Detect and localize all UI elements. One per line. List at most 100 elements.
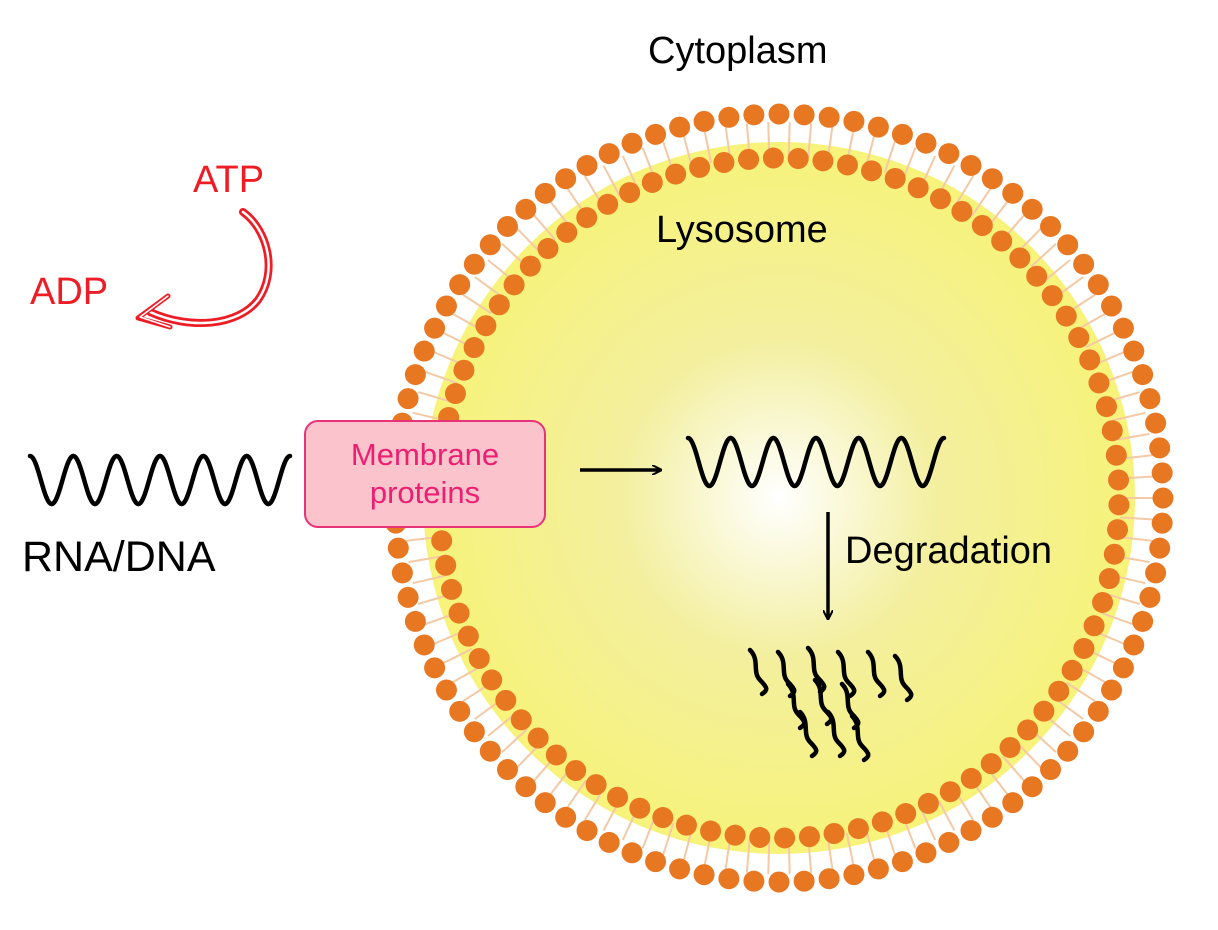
lipid-head	[1073, 637, 1095, 659]
lipid-tail	[1066, 682, 1083, 694]
lipid-head	[585, 774, 607, 796]
lipid-head	[449, 274, 471, 296]
lipid-head	[1009, 247, 1031, 269]
lipid-head	[724, 824, 746, 846]
lipid-tail	[1030, 253, 1045, 268]
lipid-tail	[745, 123, 750, 142]
lipid-tail	[610, 179, 621, 196]
lipid-head	[555, 806, 577, 828]
degraded-fragments-icon	[747, 645, 914, 763]
lipid-tail	[474, 276, 490, 289]
lipid-head	[1088, 372, 1110, 394]
lipid-tail	[475, 302, 492, 314]
lipid-tail	[441, 655, 459, 665]
lipid-tail	[1027, 227, 1042, 242]
lipid-tail	[767, 122, 770, 141]
lipid-head	[475, 315, 497, 337]
lipid-tail	[787, 138, 791, 157]
lipid-head	[669, 858, 691, 880]
nucleic-acid-fragment	[892, 653, 914, 703]
membrane-proteins-line1: Membrane	[350, 437, 500, 472]
lipid-tail	[439, 376, 458, 385]
lipid-tail	[1131, 432, 1150, 438]
nucleic-acid-fragment	[835, 649, 857, 699]
lipid-head	[675, 814, 697, 836]
lipid-tail	[1100, 611, 1119, 620]
lipid-tail	[455, 648, 473, 658]
nucleic-acid-fragment	[805, 645, 827, 695]
lipid-head	[1017, 719, 1039, 741]
lipid-head	[619, 182, 641, 204]
lipid-tail	[487, 259, 503, 273]
lipid-head	[555, 168, 577, 190]
lipid-head	[468, 647, 490, 669]
lipid-head	[1092, 591, 1114, 613]
lipid-head	[1095, 396, 1117, 418]
lipid-head	[689, 156, 711, 178]
membrane-proteins-box: Membrane proteins	[304, 420, 546, 528]
lipid-head	[1139, 586, 1161, 608]
lipid-head	[1057, 740, 1079, 762]
lipid-head	[1151, 462, 1173, 484]
lipid-tail	[602, 164, 613, 182]
adp-label: ADP	[30, 271, 109, 313]
lipid-head	[496, 759, 518, 781]
lipid-head	[556, 221, 578, 243]
lipid-head	[915, 842, 937, 864]
lipid-head	[488, 294, 510, 316]
lipid-tail	[583, 175, 595, 192]
nucleic-acid-fragment	[812, 677, 834, 727]
lipid-head	[495, 689, 517, 711]
lipid-head	[1041, 285, 1063, 307]
lipid-head	[1057, 234, 1079, 256]
lipid-head	[463, 253, 485, 275]
lipid-tail	[767, 855, 770, 874]
lipid-head	[404, 610, 426, 632]
nucleic-acid-fragment	[747, 647, 769, 697]
lipid-tail	[641, 147, 651, 165]
lipid-tail	[516, 227, 531, 242]
lipid-head	[743, 104, 765, 126]
lipid-tail	[417, 597, 436, 605]
lipid-tail	[661, 838, 670, 856]
lipid-tail	[542, 225, 556, 241]
lipid-head	[1055, 305, 1077, 327]
lipid-tail	[1002, 755, 1016, 771]
lipid-head	[645, 123, 667, 145]
lipid-tail	[808, 854, 813, 873]
lipid-head	[1132, 610, 1154, 632]
lipid-head	[397, 388, 419, 410]
lipid-tail	[565, 187, 578, 204]
lipid-head	[1149, 537, 1171, 559]
lipid-tail	[1055, 259, 1071, 273]
lipid-head	[793, 870, 815, 892]
lipid-head	[774, 827, 796, 849]
lipid-tail	[849, 129, 855, 148]
lipid-head	[1112, 657, 1134, 679]
lipid-head	[1087, 274, 1109, 296]
lipid-head	[448, 602, 470, 624]
lipid-tail	[1134, 537, 1153, 542]
lipid-head	[413, 340, 435, 362]
lipid-head	[768, 103, 790, 125]
lipid-tail	[1131, 558, 1150, 564]
lipid-tail	[907, 147, 917, 165]
lipid-head	[1101, 679, 1123, 701]
lipid-tail	[1108, 636, 1126, 646]
lipid-head	[479, 234, 501, 256]
lipid-tail	[1099, 655, 1117, 665]
lipid-tail	[937, 800, 948, 817]
lipid-head	[607, 786, 629, 808]
lipid-tail	[828, 852, 834, 871]
lipid-head	[1139, 388, 1161, 410]
lipid-tail	[1012, 767, 1026, 783]
lipid-head	[1101, 295, 1123, 317]
lipid-tail	[1122, 597, 1141, 605]
lipid-tail	[417, 391, 436, 399]
lipid-head	[1073, 721, 1095, 743]
lipid-head	[1040, 759, 1062, 781]
lipid-head	[1083, 615, 1105, 637]
lipid-head	[404, 364, 426, 386]
lipid-head	[693, 110, 715, 132]
lipid-head	[503, 274, 525, 296]
